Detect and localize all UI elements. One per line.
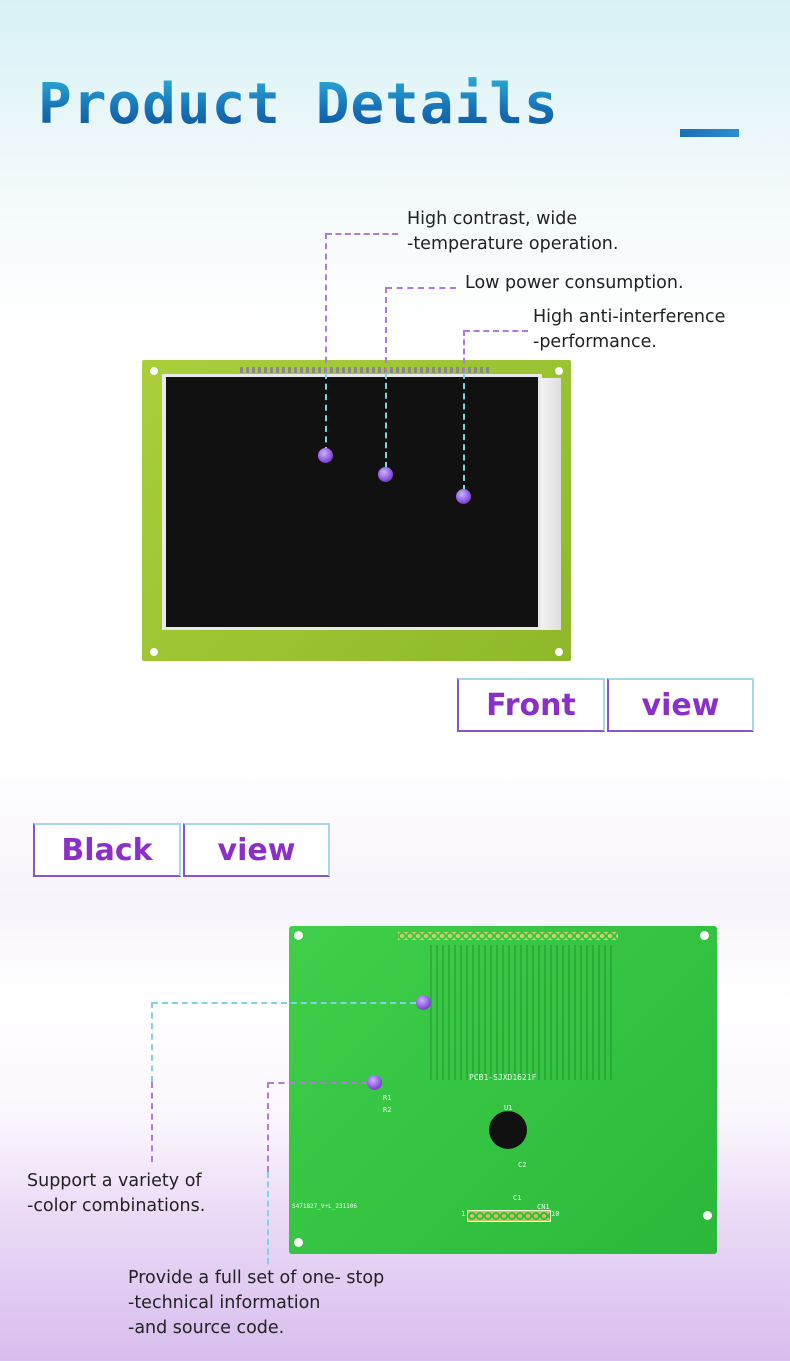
pin-end-label: 10 — [551, 1210, 560, 1218]
leader-line — [151, 1082, 153, 1162]
leader-line — [386, 287, 456, 289]
title-underline — [680, 129, 739, 137]
callout-colors-line1: Support a variety of — [27, 1171, 202, 1191]
pcb-pin-row — [398, 932, 618, 940]
leader-line — [325, 233, 327, 373]
pin-start-label: 1 — [461, 1210, 466, 1218]
callout-support-line2: -technical information — [128, 1293, 321, 1313]
callout-dot — [318, 448, 333, 463]
board-id-label: PCB1-SJXD1621F — [469, 1073, 537, 1082]
connector-cn1 — [467, 1210, 551, 1222]
leader-line — [385, 373, 387, 468]
callout-support: Provide a full set of one- stop -technic… — [128, 1266, 384, 1341]
callout-dot — [456, 489, 471, 504]
lcd-bezel — [541, 378, 561, 630]
leader-line — [463, 330, 465, 373]
c1-label: C1 — [513, 1194, 522, 1202]
cn1-label: CN1 — [537, 1203, 550, 1211]
callout-dot — [378, 467, 393, 482]
lcd-screen — [166, 377, 538, 627]
callout-support-line3: -and source code. — [128, 1318, 285, 1338]
pcb-back — [289, 926, 717, 1254]
leader-line — [152, 1002, 416, 1004]
date-code-label: S471827_V+L_231106 — [292, 1203, 358, 1210]
lcd-pin-header — [240, 367, 490, 373]
front-view-word1: Front — [457, 678, 605, 732]
callout-interference-line2: -performance. — [533, 332, 657, 352]
leader-line — [267, 1082, 269, 1172]
back-view-label: Black view — [33, 823, 330, 877]
back-view-word2: view — [183, 823, 330, 877]
controller-chip — [489, 1111, 527, 1149]
callout-power-line1: Low power consumption. — [465, 273, 684, 293]
mount-hole — [700, 931, 709, 940]
mount-hole — [294, 931, 303, 940]
callout-support-line1: Provide a full set of one- stop — [128, 1268, 385, 1288]
callout-colors: Support a variety of -color combinations… — [27, 1169, 205, 1219]
pcb-traces — [430, 945, 615, 1080]
leader-line — [267, 1172, 269, 1264]
leader-line — [385, 287, 387, 373]
callout-contrast-line2: -temperature operation. — [407, 234, 619, 254]
leader-line — [464, 330, 528, 332]
callout-dot — [367, 1075, 382, 1090]
leader-line — [325, 373, 327, 453]
c2-label: C2 — [518, 1161, 527, 1169]
mount-hole — [703, 1211, 712, 1220]
mount-hole — [294, 1238, 303, 1247]
callout-contrast: High contrast, wide -temperature operati… — [407, 207, 618, 257]
leader-line — [463, 373, 465, 491]
mount-hole — [555, 367, 563, 375]
callout-contrast-line1: High contrast, wide — [407, 209, 578, 229]
r2-label: R2 — [383, 1106, 392, 1114]
mount-hole — [555, 648, 563, 656]
mount-hole — [150, 367, 158, 375]
mount-hole — [150, 648, 158, 656]
callout-interference-line1: High anti-interference — [533, 307, 726, 327]
callout-power: Low power consumption. — [465, 271, 684, 296]
u1-label: U1 — [504, 1104, 513, 1112]
page-title: Product Details — [38, 72, 559, 137]
r1-label: R1 — [383, 1094, 392, 1102]
leader-line — [326, 233, 398, 235]
back-view-word1: Black — [33, 823, 181, 877]
callout-interference: High anti-interference -performance. — [533, 305, 725, 355]
leader-line — [268, 1082, 368, 1084]
front-view-label: Front view — [457, 678, 754, 732]
callout-dot — [416, 995, 431, 1010]
front-view-word2: view — [607, 678, 754, 732]
callout-colors-line2: -color combinations. — [27, 1196, 206, 1216]
leader-line — [151, 1002, 153, 1082]
